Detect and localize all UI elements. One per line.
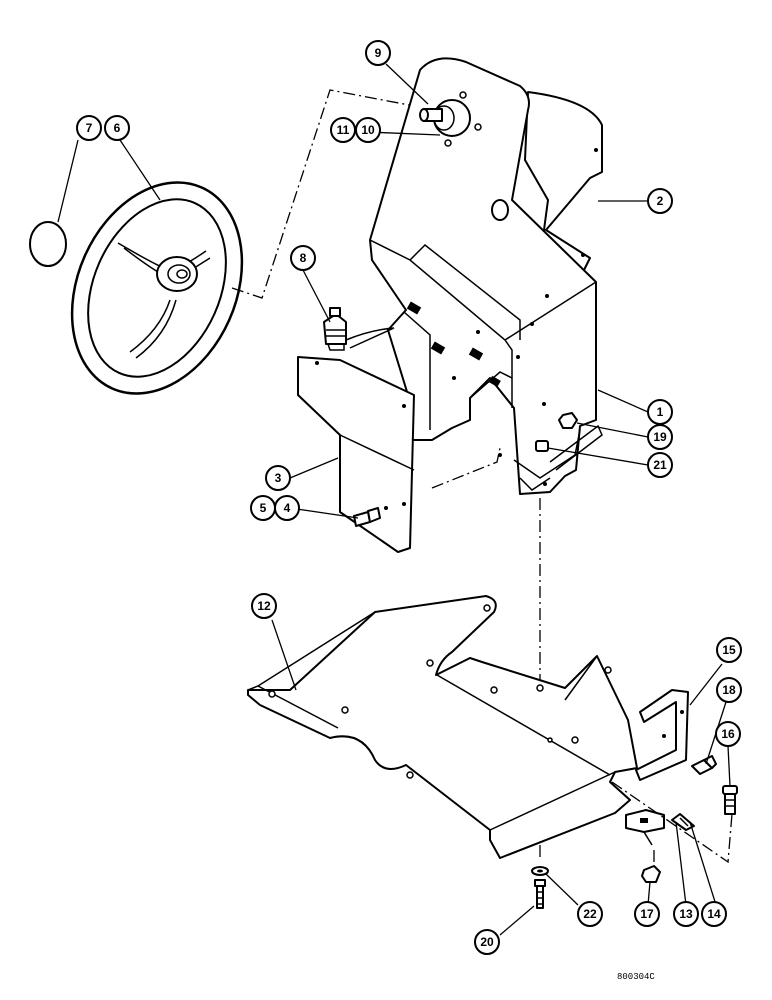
svg-text:6: 6: [114, 121, 121, 135]
callout-9: 9: [365, 40, 391, 66]
callout-8: 8: [290, 245, 316, 271]
callout-11: 11: [330, 117, 356, 143]
callout-18: 18: [716, 677, 742, 703]
drawing-code: 800304C: [617, 972, 655, 982]
nut-21: [535, 440, 549, 452]
callout-20: 20: [474, 929, 500, 955]
callout-12: 12: [251, 593, 277, 619]
callout-13: 13: [673, 901, 699, 927]
bolt-13: [671, 813, 695, 831]
svg-text:4: 4: [284, 501, 291, 515]
svg-text:17: 17: [640, 907, 654, 921]
callout-1: 1: [647, 399, 673, 425]
bolt-18: [691, 755, 717, 775]
callout-6: 6: [104, 115, 130, 141]
callout-2: 2: [647, 188, 673, 214]
svg-text:19: 19: [653, 430, 667, 444]
callout-21: 21: [647, 452, 673, 478]
steering-wheel-cap: [29, 221, 67, 267]
svg-text:3: 3: [275, 471, 282, 485]
svg-text:10: 10: [361, 123, 375, 137]
svg-text:18: 18: [722, 683, 736, 697]
svg-text:9: 9: [375, 46, 382, 60]
svg-text:1: 1: [657, 405, 664, 419]
svg-text:13: 13: [679, 907, 693, 921]
callout-17: 17: [634, 901, 660, 927]
floor-plate: [247, 595, 638, 859]
svg-text:14: 14: [707, 907, 721, 921]
callout-4: 4: [274, 495, 300, 521]
callout-16: 16: [715, 721, 741, 747]
bolt-20: [534, 879, 546, 909]
callout-7: 7: [76, 115, 102, 141]
svg-text:22: 22: [583, 907, 597, 921]
callout-5: 5: [250, 495, 276, 521]
mounting-bracket: [625, 689, 689, 846]
svg-text:20: 20: [480, 935, 494, 949]
callout-22: 22: [577, 901, 603, 927]
svg-text:2: 2: [657, 194, 664, 208]
washer-22: [531, 866, 549, 876]
callout-15: 15: [716, 637, 742, 663]
callout-19: 19: [647, 424, 673, 450]
bolt-4: [353, 507, 381, 527]
bolt-16: [722, 785, 738, 815]
callout-14: 14: [701, 901, 727, 927]
svg-text:16: 16: [721, 727, 735, 741]
nut-19: [558, 412, 578, 429]
svg-text:15: 15: [722, 643, 736, 657]
steering-wheel: [70, 181, 244, 395]
svg-text:8: 8: [300, 251, 307, 265]
grease-fitting: [323, 307, 395, 351]
front-plate: [297, 356, 415, 553]
steering-column-housing: [369, 57, 603, 495]
callout-3: 3: [265, 465, 291, 491]
svg-text:11: 11: [337, 123, 350, 137]
svg-text:5: 5: [260, 501, 267, 515]
column-bearing: [419, 91, 482, 147]
callout-10: 10: [355, 117, 381, 143]
svg-text:12: 12: [257, 599, 271, 613]
svg-text:21: 21: [653, 458, 667, 472]
nut-17: [641, 865, 661, 883]
svg-text:7: 7: [86, 121, 93, 135]
